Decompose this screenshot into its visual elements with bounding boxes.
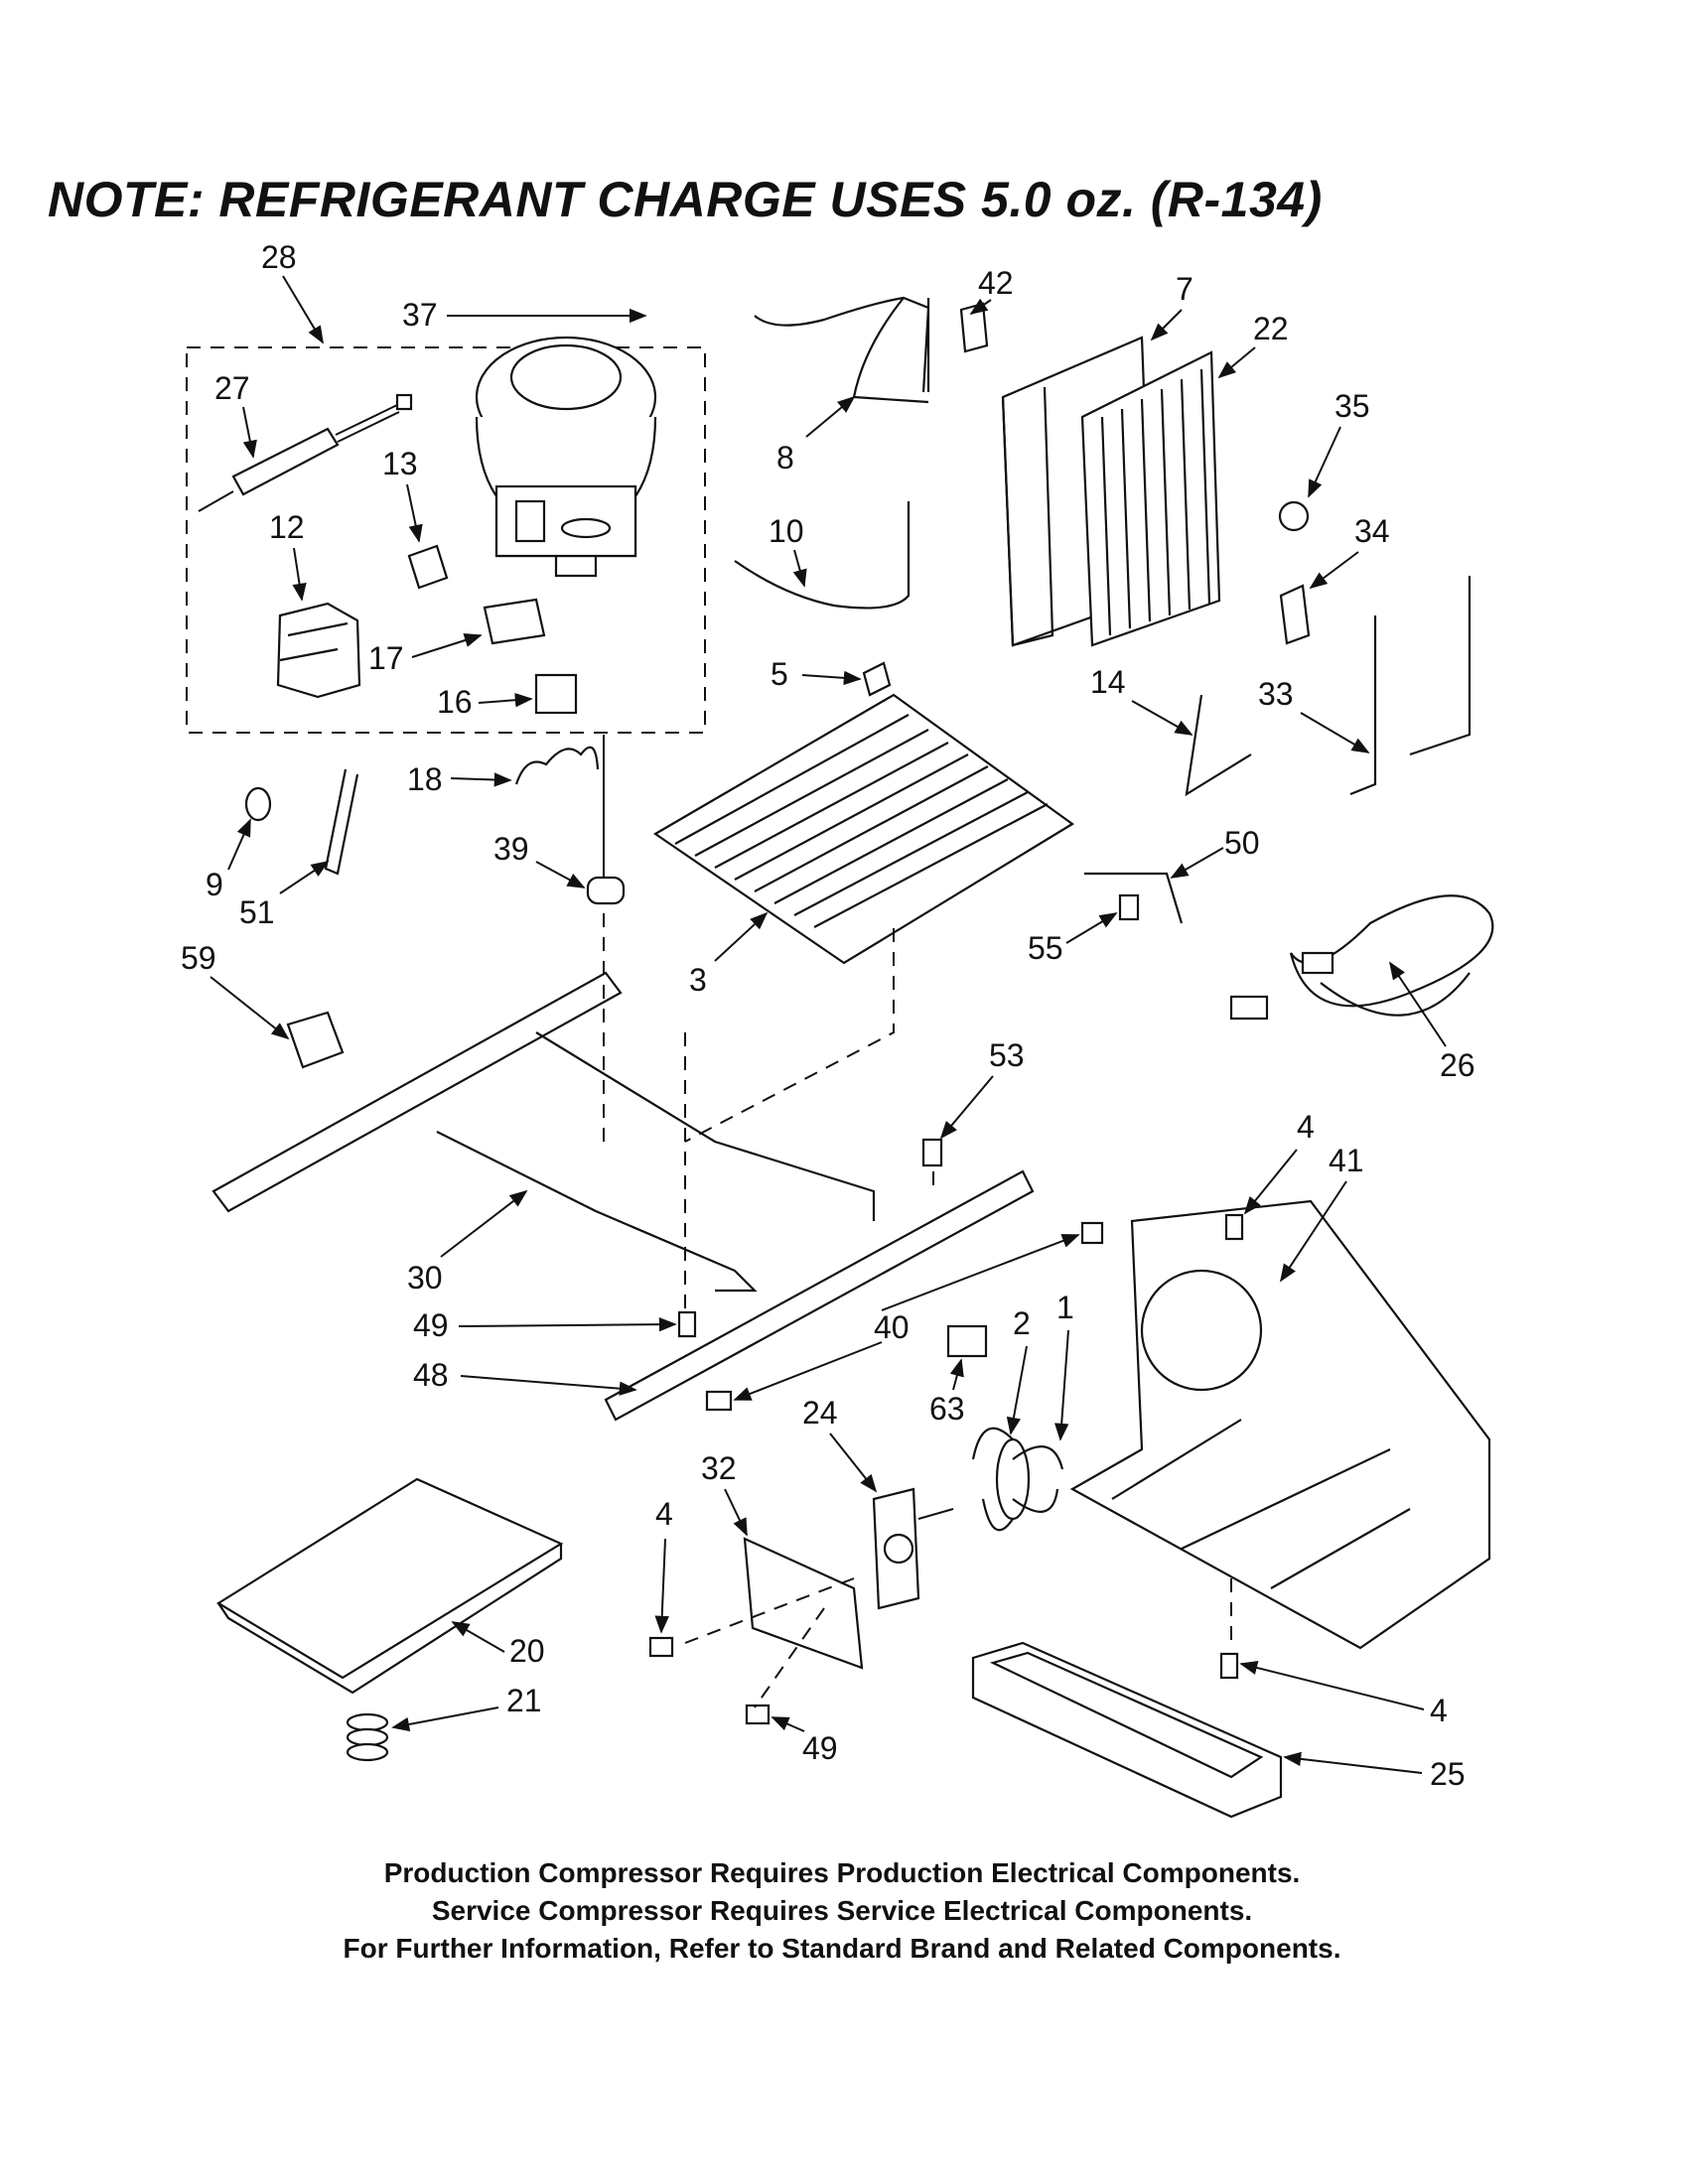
condenser — [1080, 350, 1221, 647]
callout-50: 50 — [1224, 825, 1260, 861]
callout-33: 33 — [1258, 676, 1294, 712]
base-pan — [1069, 1199, 1491, 1650]
callout-63: 63 — [929, 1391, 965, 1427]
capillary-tube — [1349, 576, 1472, 796]
callout-14: 14 — [1090, 664, 1126, 700]
tube-clip — [286, 1011, 345, 1069]
callout-37: 37 — [402, 297, 438, 333]
callout-12: 12 — [269, 509, 305, 545]
callout-59: 59 — [181, 940, 216, 976]
footer-line-3: For Further Information, Refer to Standa… — [343, 1933, 1341, 1964]
callout-30: 30 — [407, 1260, 443, 1296]
callout-2: 2 — [1013, 1305, 1031, 1341]
bracket-50 — [1084, 872, 1184, 924]
clip-top — [862, 661, 892, 697]
callout-48: 48 — [413, 1357, 449, 1393]
callout-32: 32 — [701, 1450, 737, 1486]
bracket-wire — [1185, 694, 1252, 797]
drain-hose — [324, 768, 359, 876]
callout-28: 28 — [261, 239, 297, 275]
screw-40b — [705, 1390, 733, 1412]
callout-25: 25 — [1430, 1756, 1466, 1792]
screw-55 — [1118, 893, 1140, 921]
wire — [514, 746, 600, 785]
callout-5: 5 — [771, 656, 788, 692]
callout-55: 55 — [1028, 930, 1063, 966]
clip — [407, 544, 449, 590]
spring — [346, 1712, 389, 1762]
compressor — [475, 336, 657, 578]
screw-49b — [745, 1704, 771, 1725]
screw-4b — [648, 1636, 674, 1658]
callout-4-bottom: 4 — [1430, 1693, 1448, 1728]
callout-41: 41 — [1329, 1143, 1364, 1178]
screw-4a — [1224, 1213, 1244, 1241]
callout-16: 16 — [437, 684, 473, 720]
front-rail — [604, 1169, 1035, 1422]
callout-40: 40 — [874, 1309, 910, 1345]
callout-39: 39 — [493, 831, 529, 867]
filter-drier — [198, 393, 413, 512]
callout-9: 9 — [206, 867, 223, 902]
callout-4-left: 4 — [655, 1496, 673, 1532]
callout-8: 8 — [776, 440, 794, 476]
motor-bracket — [743, 1537, 864, 1670]
screw-40a — [1080, 1221, 1104, 1245]
terminal-block — [534, 673, 578, 715]
callout-20: 20 — [509, 1633, 545, 1669]
callout-49-bottom: 49 — [802, 1730, 838, 1766]
screw-53 — [921, 1138, 943, 1167]
capacitor — [483, 598, 546, 645]
screw-4c — [1219, 1652, 1239, 1680]
callout-24: 24 — [802, 1395, 838, 1431]
grommet — [586, 876, 626, 905]
callout-4-top: 4 — [1297, 1109, 1315, 1145]
fan-blade — [971, 1427, 1064, 1532]
callout-7: 7 — [1176, 271, 1193, 307]
condenser-coil — [652, 693, 1074, 965]
callout-34: 34 — [1354, 513, 1390, 549]
footer-line-2: Service Compressor Requires Service Elec… — [431, 1895, 1253, 1926]
callout-1: 1 — [1056, 1290, 1074, 1325]
footer-notes: Production Compressor Requires Productio… — [0, 1854, 1684, 1968]
screw-49a — [677, 1310, 697, 1338]
callout-10: 10 — [769, 513, 804, 549]
callout-22: 22 — [1253, 311, 1289, 346]
plug — [244, 786, 272, 822]
thermistor — [1278, 500, 1310, 532]
motor-coupler — [946, 1324, 988, 1358]
wiring-harness — [1229, 894, 1494, 1021]
discharge-tube — [754, 296, 930, 404]
suction-tube — [734, 501, 911, 610]
callout-53: 53 — [989, 1037, 1025, 1073]
callout-35: 35 — [1334, 388, 1370, 424]
callout-42: 42 — [978, 265, 1014, 301]
callout-27: 27 — [214, 370, 250, 406]
frame-rails — [211, 971, 876, 1293]
callout-49-top: 49 — [413, 1307, 449, 1343]
callout-3: 3 — [689, 962, 707, 998]
callout-51: 51 — [239, 894, 275, 930]
sensor-clip — [1279, 584, 1311, 645]
callout-17: 17 — [368, 640, 404, 676]
callout-13: 13 — [382, 446, 418, 481]
refrigerant-note: NOTE: REFRIGERANT CHARGE USES 5.0 oz. (R… — [48, 172, 1323, 227]
callout-21: 21 — [506, 1683, 542, 1718]
drain-pan — [971, 1641, 1283, 1819]
callout-18: 18 — [407, 761, 443, 797]
relay-component — [276, 602, 361, 699]
footer-line-1: Production Compressor Requires Productio… — [383, 1857, 1301, 1888]
callout-26: 26 — [1440, 1047, 1475, 1083]
fan-motor — [872, 1487, 954, 1610]
